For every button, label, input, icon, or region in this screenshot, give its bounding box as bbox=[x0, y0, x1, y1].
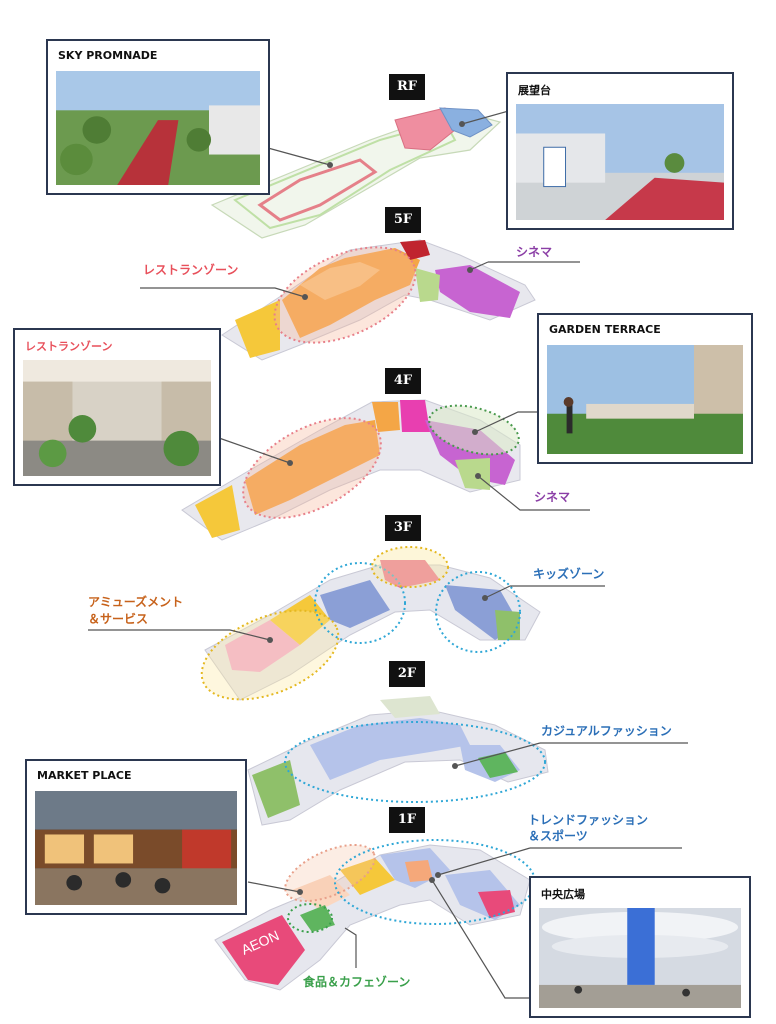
restaurant-zone-photo bbox=[23, 360, 211, 476]
card-title: レストランゾーン bbox=[25, 340, 113, 353]
callout-amusement-1: アミューズメント bbox=[88, 595, 184, 609]
callout-restaurant-5f: レストランゾーン bbox=[143, 263, 239, 277]
card-restaurant-zone: レストランゾーン bbox=[13, 328, 221, 486]
card-market-place: MARKET PLACE bbox=[25, 759, 247, 915]
callout-food: 食品＆カフェゾーン bbox=[303, 975, 411, 989]
floor-1f-map bbox=[214, 839, 536, 991]
card-garden-terrace: GARDEN TERRACE bbox=[537, 313, 753, 464]
rf-red-track bbox=[257, 158, 378, 222]
callout-cinema-4f: シネマ bbox=[534, 490, 571, 504]
card-title: 展望台 bbox=[518, 84, 551, 97]
central-plaza-photo bbox=[539, 908, 741, 1008]
card-observatory: 展望台 bbox=[506, 72, 734, 230]
floor-badge-3f: 3F bbox=[385, 515, 421, 541]
floor-3f-map bbox=[200, 546, 541, 701]
floor-badge-1f: 1F bbox=[389, 807, 425, 833]
card-title: SKY PROMNADE bbox=[58, 49, 158, 62]
leader-lines bbox=[88, 109, 688, 999]
floor-badge-5f: 5F bbox=[385, 207, 421, 233]
callout-amusement-2: ＆サービス bbox=[88, 612, 149, 626]
card-central-plaza: 中央広場 bbox=[529, 876, 751, 1018]
card-sky-promenade: SKY PROMNADE bbox=[46, 39, 270, 195]
floor-5f-map bbox=[221, 239, 536, 361]
callout-casual: カジュアルファッション bbox=[541, 724, 672, 738]
callout-kids: キッズゾーン bbox=[533, 567, 605, 581]
card-title: 中央広場 bbox=[541, 888, 585, 901]
callout-trend-1: トレンドファッション bbox=[528, 813, 649, 827]
callout-trend-2: ＆スポーツ bbox=[528, 829, 588, 843]
sky-promenade-photo bbox=[56, 71, 260, 185]
floor-badge-rf: RF bbox=[389, 74, 425, 100]
observatory-photo bbox=[516, 104, 724, 220]
market-place-photo bbox=[35, 791, 237, 905]
floor-rf-map bbox=[210, 107, 502, 239]
floor-badge-4f: 4F bbox=[385, 368, 421, 394]
card-title: GARDEN TERRACE bbox=[549, 323, 661, 336]
floor-4f-map bbox=[181, 399, 521, 541]
floor-2f-map bbox=[247, 696, 549, 826]
callout-cinema-5f: シネマ bbox=[516, 245, 553, 259]
card-title: MARKET PLACE bbox=[37, 769, 132, 782]
garden-terrace-photo bbox=[547, 345, 743, 454]
floor-badge-2f: 2F bbox=[389, 661, 425, 687]
